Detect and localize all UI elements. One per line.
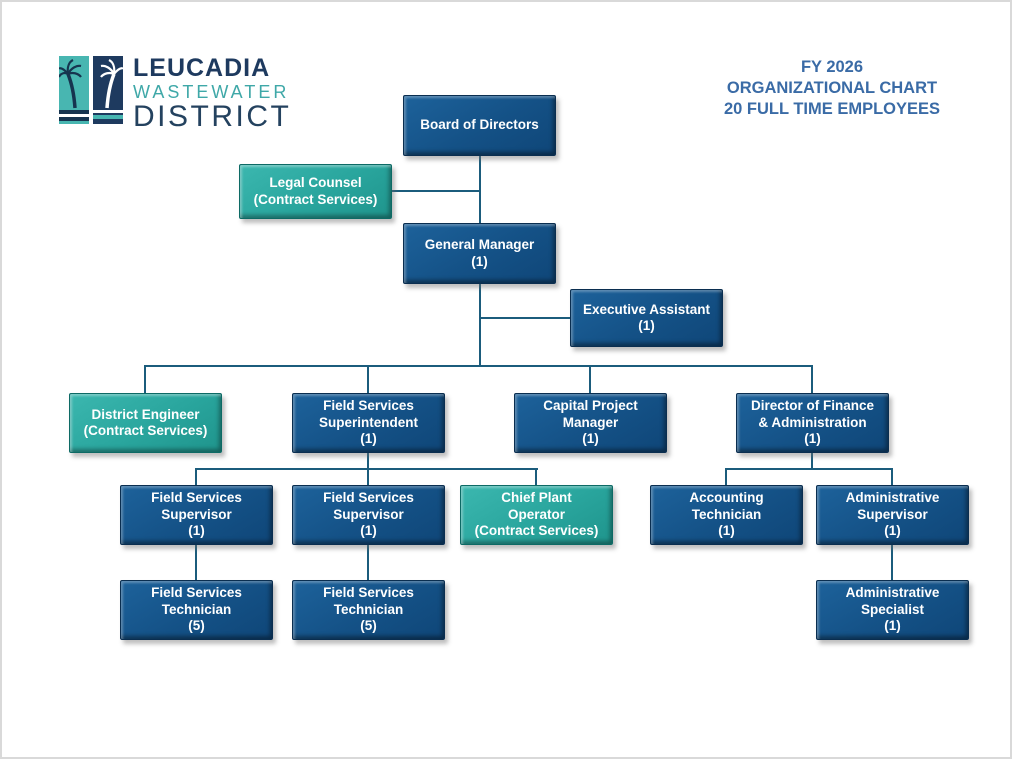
node-general-manager: General Manager (1) [403, 223, 556, 284]
node-accounting-technician: Accounting Technician (1) [650, 485, 803, 545]
node-chief-plant-operator: Chief Plant Operator (Contract Services) [460, 485, 613, 545]
connector-drop-supervisor-1 [195, 468, 197, 485]
connector-director-finance-to-rail [811, 453, 813, 469]
logo-line-district: DISTRICT [133, 100, 292, 133]
connector-drop-capital-project [589, 365, 591, 393]
node-field-services-technician-1: Field Services Technician (5) [120, 580, 273, 640]
connector-rail-finance-admin [725, 468, 893, 470]
logo-wordmark: LEUCADIA WASTEWATER DISTRICT [133, 56, 291, 132]
logo-line-wastewater: WASTEWATER [133, 82, 290, 102]
node-field-services-technician-2: Field Services Technician (5) [292, 580, 445, 640]
connector-drop-admin-supervisor [891, 468, 893, 485]
connector-admin-supervisor-to-specialist [891, 545, 893, 580]
node-field-services-supervisor-1: Field Services Supervisor (1) [120, 485, 273, 545]
node-director-finance-admin: Director of Finance & Administration (1) [736, 393, 889, 453]
node-administrative-supervisor: Administrative Supervisor (1) [816, 485, 969, 545]
connector-gm-to-rail [479, 284, 481, 367]
connector-legal-counsel [392, 190, 480, 192]
connector-drop-director-finance [811, 365, 813, 393]
palm-tree-logo-icon [59, 56, 123, 124]
connector-drop-chief-plant-operator [535, 468, 537, 485]
node-executive-assistant: Executive Assistant (1) [570, 289, 723, 347]
node-field-services-supervisor-2: Field Services Supervisor (1) [292, 485, 445, 545]
chart-title: FY 2026 ORGANIZATIONAL CHART 20 FULL TIM… [702, 57, 962, 120]
connector-supervisor2-to-technician2 [367, 545, 369, 580]
connector-drop-district-engineer [144, 365, 146, 393]
title-chart-name: ORGANIZATIONAL CHART [726, 79, 938, 97]
node-legal-counsel: Legal Counsel (Contract Services) [239, 164, 392, 219]
node-capital-project-manager: Capital Project Manager (1) [514, 393, 667, 453]
connector-supervisor1-to-technician1 [195, 545, 197, 580]
connector-rail-level2 [144, 365, 813, 367]
connector-drop-accounting-technician [725, 468, 727, 485]
connector-superintendent-to-rail [367, 453, 369, 469]
node-district-engineer: District Engineer (Contract Services) [69, 393, 222, 453]
connector-executive-assistant [479, 317, 570, 319]
node-administrative-specialist: Administrative Specialist (1) [816, 580, 969, 640]
node-board-of-directors: Board of Directors [403, 95, 556, 156]
connector-rail-field-services [195, 468, 538, 470]
connector-drop-supervisor-2 [367, 468, 369, 485]
connector-drop-superintendent [367, 365, 369, 393]
node-field-services-superintendent: Field Services Superintendent (1) [292, 393, 445, 453]
title-employee-count: 20 FULL TIME EMPLOYEES [723, 100, 941, 118]
connector-board-to-gm [479, 156, 481, 223]
logo-line-leucadia: LEUCADIA [133, 54, 271, 82]
title-fiscal-year: FY 2026 [800, 58, 864, 76]
logo: LEUCADIA WASTEWATER DISTRICT [59, 56, 291, 132]
